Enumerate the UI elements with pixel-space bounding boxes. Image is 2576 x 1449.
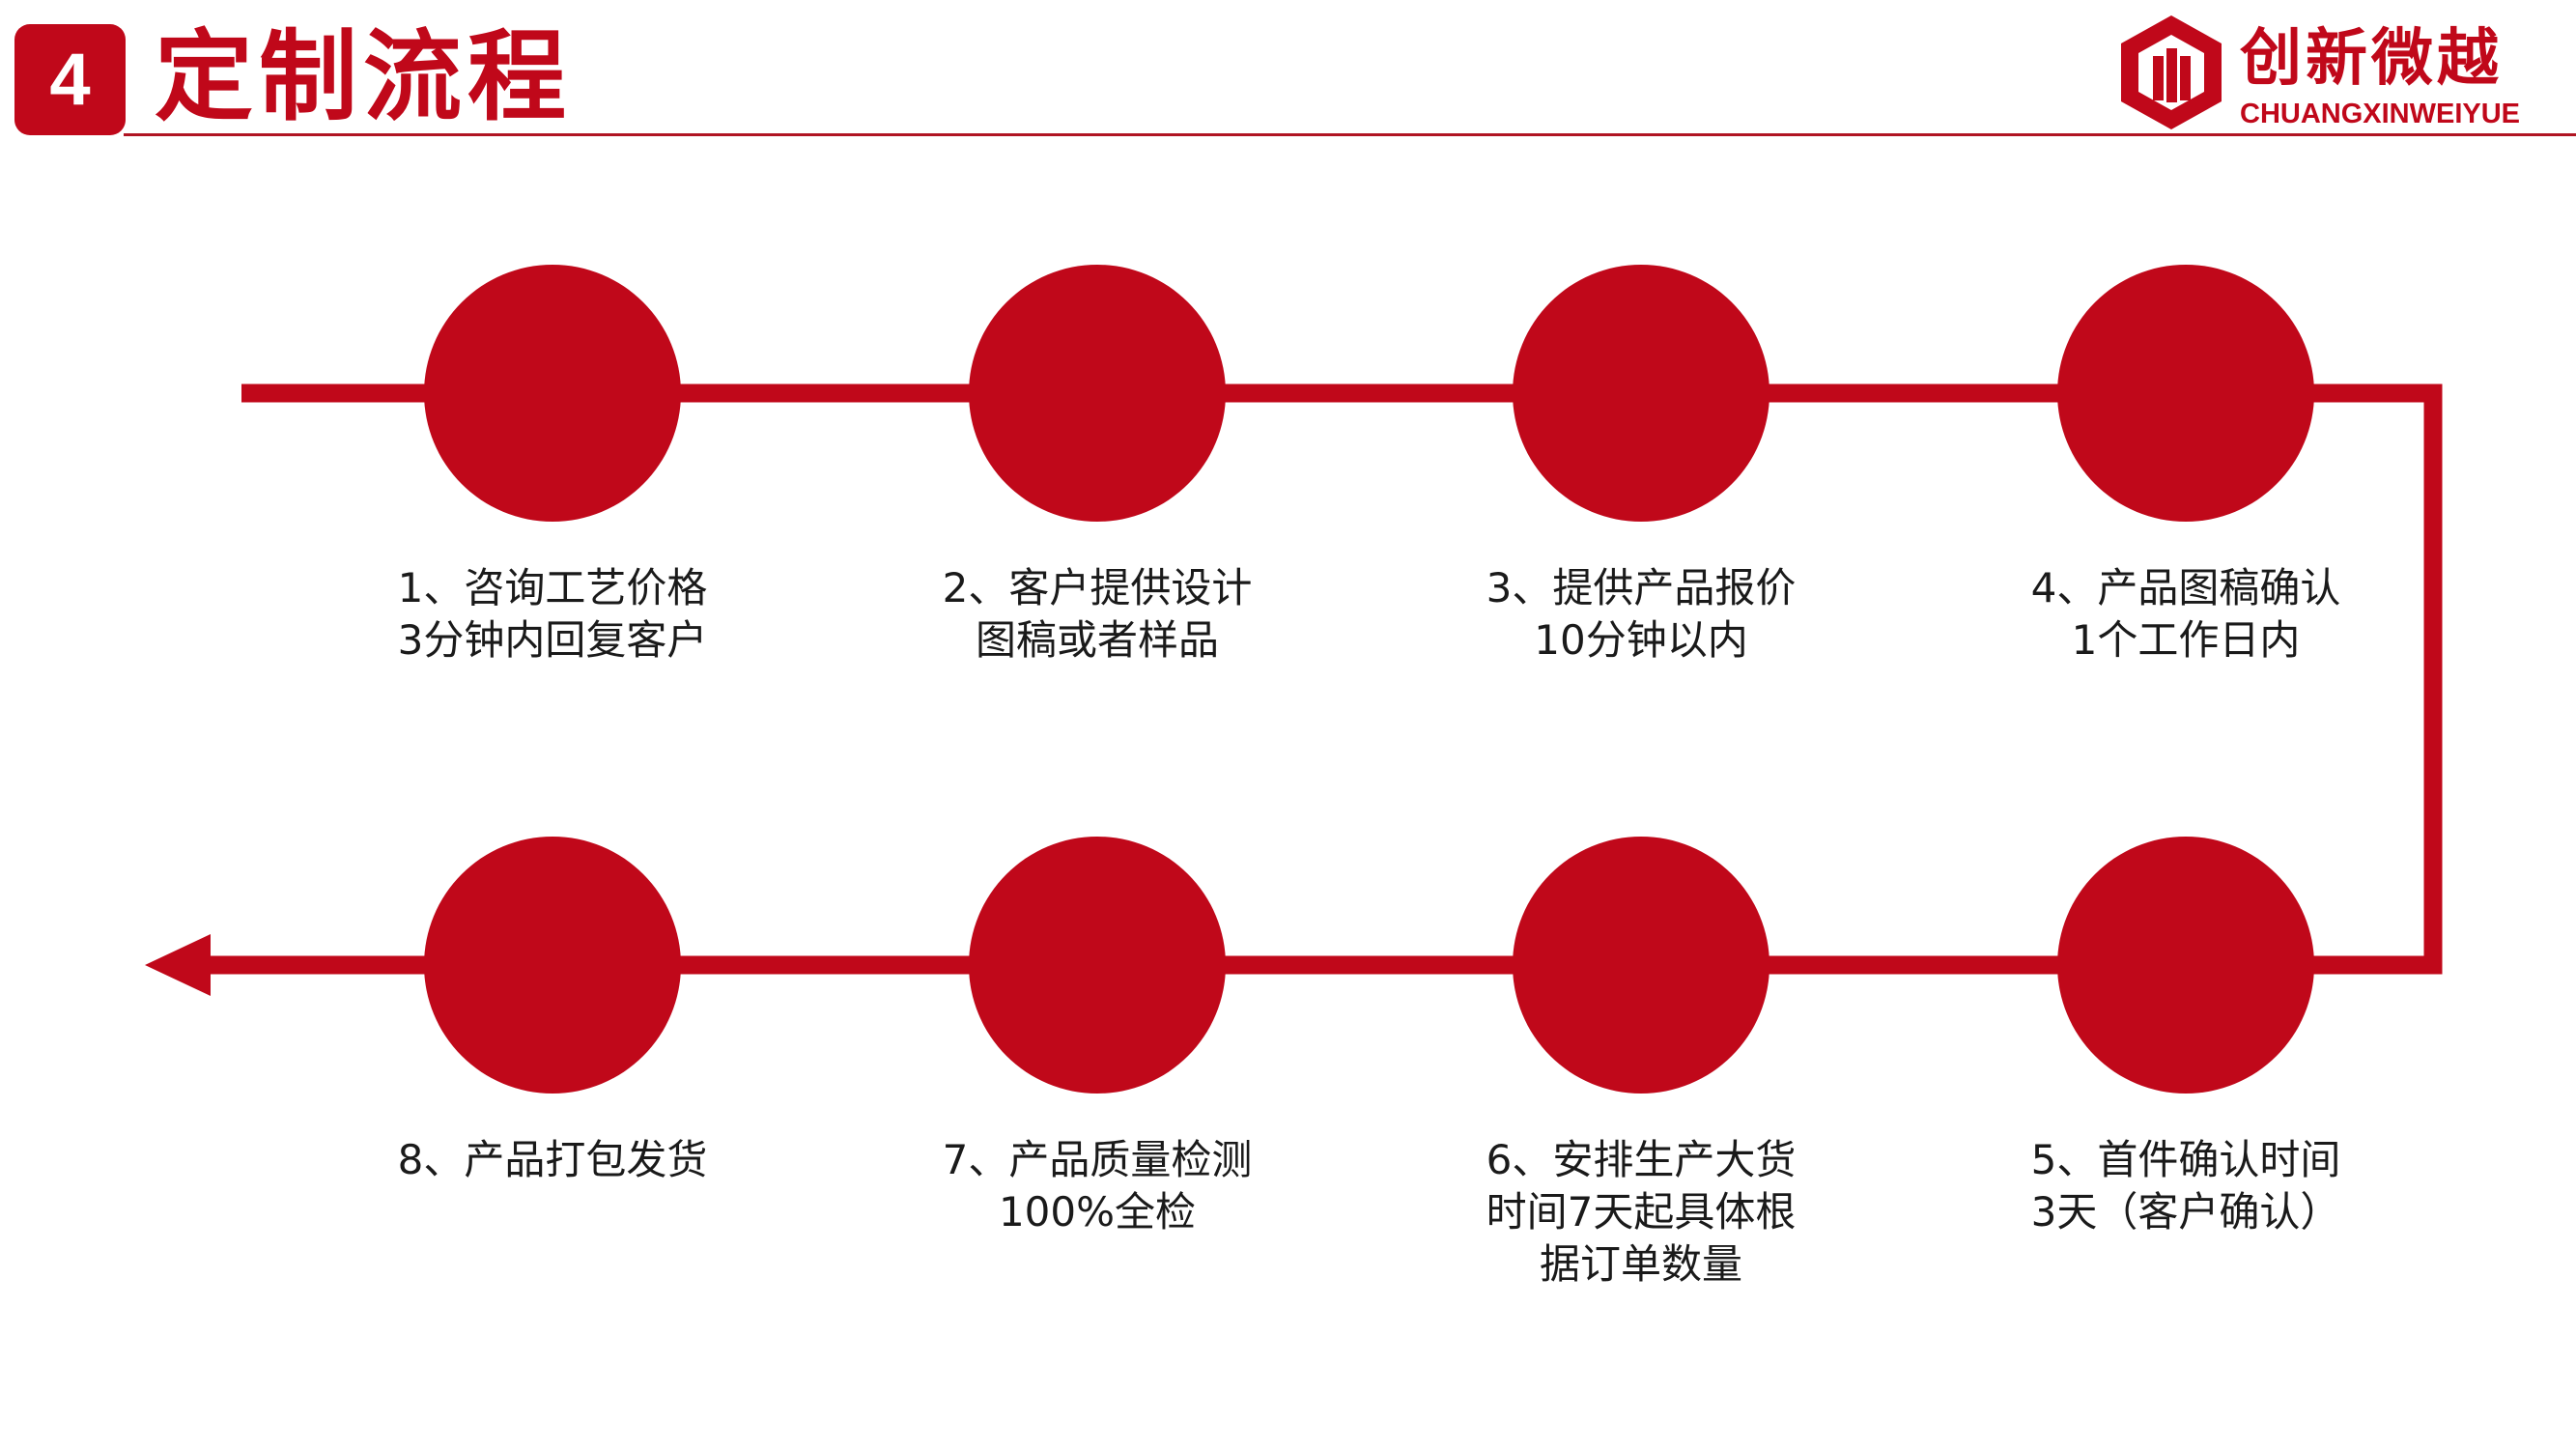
step-label-2: 2、客户提供设计图稿或者样品 [846, 562, 1348, 667]
step-node-3 [1513, 265, 1769, 522]
step-label-line: 7、产品质量检测 [942, 1136, 1253, 1183]
step-node-6 [1513, 837, 1769, 1094]
section-number-badge: 4 [14, 24, 126, 135]
step-label-3: 3、提供产品报价 10分钟以内 [1390, 562, 1892, 667]
flow-path [193, 384, 2443, 975]
step-node-4 [2057, 265, 2314, 522]
step-label-line: 10分钟以内 [1534, 616, 1748, 664]
step-label-line: 时间7天起具体根 [1486, 1188, 1797, 1236]
brand-logo: 创新微越 CHUANGXINWEIYUE [2110, 12, 2564, 132]
step-label-line: 6、安排生产大货 [1486, 1136, 1797, 1183]
step-node-2 [969, 265, 1226, 522]
step-label-6: 6、安排生产大货时间7天起具体根据订单数量 [1390, 1134, 1892, 1291]
step-label-line: 1、咨询工艺价格 [397, 564, 708, 611]
step-label-1: 1、咨询工艺价格 3分钟内回复客户 [301, 562, 804, 667]
step-label-line: 3分钟内回复客户 [397, 616, 708, 664]
step-label-5: 5、首件确认时间 3天（客户确认） [1935, 1134, 2437, 1238]
step-label-4: 4、产品图稿确认 1个工作日内 [1935, 562, 2437, 667]
step-label-line: 图稿或者样品 [975, 616, 1219, 664]
slide-header: 4 定制流程 创新微越 CHUANGXINWEIYUE [0, 0, 2576, 145]
step-label-line: 2、客户提供设计 [942, 564, 1253, 611]
header-divider [124, 133, 2576, 136]
step-label-line: 100%全检 [998, 1188, 1197, 1236]
step-label-7: 7、产品质量检测 100%全检 [846, 1134, 1348, 1238]
brand-name-cn: 创新微越 [2240, 23, 2503, 95]
step-label-line: 3天（客户确认） [2030, 1188, 2341, 1236]
brand-name-en: CHUANGXINWEIYUE [2240, 99, 2521, 129]
flow-step-nodes [424, 265, 2314, 1094]
step-label-line: 5、首件确认时间 [2030, 1136, 2341, 1183]
step-label-line: 8、产品打包发货 [397, 1136, 708, 1183]
arrow-left-icon [145, 934, 211, 996]
page-title: 定制流程 [155, 20, 572, 135]
step-node-1 [424, 265, 681, 522]
step-node-8 [424, 837, 681, 1094]
step-label-line: 4、产品图稿确认 [2030, 564, 2341, 611]
step-node-5 [2057, 837, 2314, 1094]
arrow-head [145, 934, 211, 996]
step-node-7 [969, 837, 1226, 1094]
flow-connector-lines [193, 384, 2443, 975]
step-label-line: 据订单数量 [1539, 1240, 1742, 1288]
step-label-line: 1个工作日内 [2071, 616, 2301, 664]
hexagon-logo-icon [2121, 15, 2222, 129]
step-label-line: 3、提供产品报价 [1486, 564, 1797, 611]
step-label-8: 8、产品打包发货 [301, 1134, 804, 1186]
